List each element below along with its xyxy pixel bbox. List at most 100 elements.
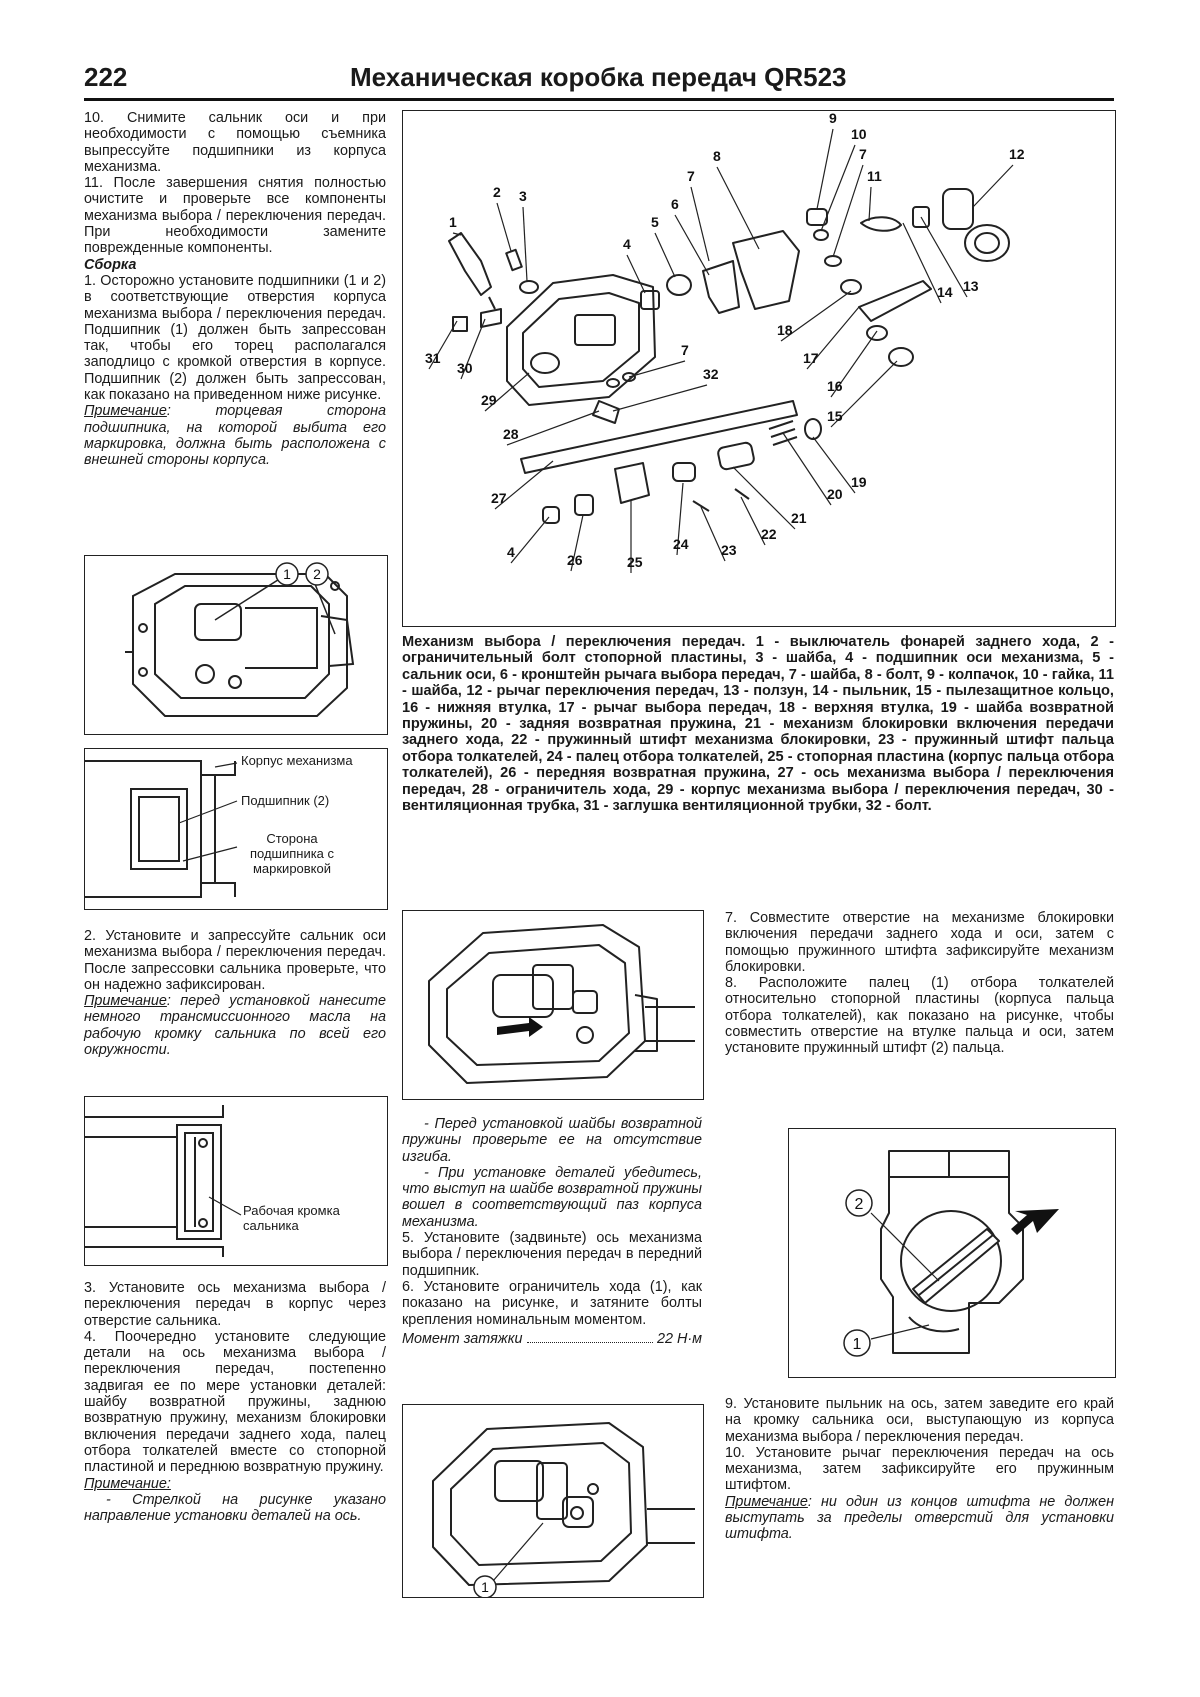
part-number-23: 23 — [721, 542, 737, 558]
part-number-32: 32 — [703, 366, 719, 382]
part-number-29: 29 — [481, 392, 497, 408]
step-8-finger: 8. Расположите палец (1) отбора толкател… — [725, 975, 1114, 1057]
col3-top-text: 7. Совместите отверстие на механизме бло… — [725, 910, 1114, 1057]
part-number-13: 13 — [963, 278, 979, 294]
step-11-clean: 11. После завершения снятия полностью оч… — [84, 175, 386, 257]
note-label: Примечание — [84, 993, 167, 1010]
part-number-16: 16 — [827, 378, 843, 394]
step-10-remove: 10. Снимите сальник оси и при необходимо… — [84, 110, 386, 175]
callout-leader — [780, 290, 852, 342]
col1-mid-text: 2. Установите и запрессуйте сальник оси … — [84, 928, 386, 1058]
callout-2: 2 — [855, 1196, 864, 1213]
step-2-seal: 2. Установите и запрессуйте сальник оси … — [84, 928, 386, 993]
part-number-4: 4 — [623, 236, 631, 252]
note-text: : ни один из концов штифта не должен выс… — [725, 1493, 1114, 1543]
callout-leader — [506, 410, 600, 446]
callout-2: 2 — [313, 566, 321, 582]
callout-leader — [832, 164, 864, 258]
note-label: Примечание: — [84, 1475, 171, 1492]
part-number-10: 10 — [851, 126, 867, 142]
callout-leader — [612, 384, 708, 412]
page-number: 222 — [84, 62, 128, 92]
dash-washer-bend: - Перед установкой шайбы возвратной пруж… — [402, 1116, 702, 1165]
callout-leader — [740, 496, 766, 546]
callout-leader — [510, 516, 550, 564]
torque-line: Момент затяжки 22 Н·м — [402, 1331, 702, 1347]
callout-1: 1 — [853, 1336, 862, 1353]
part-number-28: 28 — [503, 426, 519, 442]
callout-leader — [700, 506, 726, 562]
note-arrow-text: - Стрелкой на рисунке указано направлени… — [84, 1491, 386, 1525]
part-number-26: 26 — [567, 552, 583, 568]
col3-bottom-text: 9. Установите пыльник на ось, затем заве… — [725, 1396, 1114, 1543]
part-number-3: 3 — [519, 188, 527, 204]
part-number-22: 22 — [761, 526, 777, 542]
part-number-18: 18 — [777, 322, 793, 338]
torque-leader — [526, 1331, 653, 1344]
callout-leader — [674, 214, 710, 276]
torque-label: Момент затяжки — [402, 1330, 523, 1347]
part-number-7: 7 — [687, 168, 695, 184]
note-bearing: Примечание: торцевая сторона подшипника,… — [84, 403, 386, 468]
part-number-7: 7 — [681, 342, 689, 358]
callout-leader — [654, 232, 676, 278]
col1-bottom-text: 3. Установите ось механизма выбора / пер… — [84, 1280, 386, 1524]
callout-leader — [830, 330, 878, 398]
step-10-lever: 10. Установите рычаг переключения переда… — [725, 1444, 1114, 1494]
header-rule — [84, 98, 1114, 101]
part-number-15: 15 — [827, 408, 843, 424]
callout-leader — [522, 206, 528, 282]
step-4-parts: 4. Поочередно установите следующие детал… — [84, 1328, 386, 1476]
page-title: Механическая коробка передач QR523 — [350, 62, 847, 92]
note-pin: Примечание: ни один из концов штифта не … — [725, 1494, 1114, 1543]
col1-top-text: 10. Снимите сальник оси и при необходимо… — [84, 110, 386, 469]
part-number-7: 7 — [859, 146, 867, 162]
callout-leader — [972, 164, 1014, 208]
part-number-25: 25 — [627, 554, 643, 570]
part-number-12: 12 — [1009, 146, 1025, 162]
part-number-30: 30 — [457, 360, 473, 376]
torque-value: 22 Н·м — [656, 1330, 702, 1347]
label-seal-lip: Рабочая кромка сальника — [243, 1203, 340, 1233]
label-bearing: Подшипник (2) — [241, 793, 330, 808]
figure-selector-finger: 2 1 — [788, 1128, 1116, 1378]
callout-leader — [868, 186, 872, 222]
figure-seal-lip: Рабочая кромка сальника — [84, 1096, 388, 1266]
note-arrow: Примечание: — [84, 1476, 386, 1492]
figure-stroke-limiter: 1 — [402, 1404, 704, 1598]
label-housing: Корпус механизма — [241, 753, 353, 768]
callout-leader — [816, 128, 834, 210]
part-number-20: 20 — [827, 486, 843, 502]
note-label: Примечание — [84, 403, 167, 420]
dash-washer-tab: - При установке деталей убедитесь, что в… — [402, 1164, 702, 1230]
part-number-31: 31 — [425, 350, 441, 366]
figure-bearing-section: Корпус механизма Подшипник (2) Сторона п… — [84, 748, 388, 910]
step-7-lock-pin: 7. Совместите отверстие на механизме бло… — [725, 910, 1114, 975]
note-label: Примечание — [725, 1493, 808, 1510]
col2-text: - Перед установкой шайбы возвратной пруж… — [402, 1116, 702, 1347]
assembly-heading: Сборка — [84, 256, 137, 273]
callout-leader — [732, 466, 796, 530]
callout-leader — [460, 318, 486, 380]
part-number-17: 17 — [803, 350, 819, 366]
part-number-1: 1 — [449, 214, 457, 230]
exploded-caption: Механизм выбора / переключения передач. … — [402, 634, 1114, 815]
callout-1: 1 — [481, 1579, 489, 1595]
callout-leader — [428, 320, 458, 370]
callout-1: 1 — [283, 566, 291, 582]
step-5-front-bearing: 5. Установите (задвиньте) ось механизма … — [402, 1230, 702, 1279]
callout-leader — [570, 514, 584, 572]
callout-leader — [628, 360, 686, 378]
callout-leader — [820, 144, 856, 232]
callout-leader — [812, 436, 856, 494]
figure-reverse-lockout — [402, 910, 704, 1100]
part-number-4: 4 — [507, 544, 515, 560]
part-number-9: 9 — [829, 111, 837, 126]
callout-leader — [782, 432, 832, 506]
note-seal: Примечание: перед установкой нанесите не… — [84, 993, 386, 1058]
callout-leader — [494, 460, 554, 510]
part-number-19: 19 — [851, 474, 867, 490]
callout-leader — [690, 186, 710, 262]
part-number-8: 8 — [713, 148, 721, 164]
